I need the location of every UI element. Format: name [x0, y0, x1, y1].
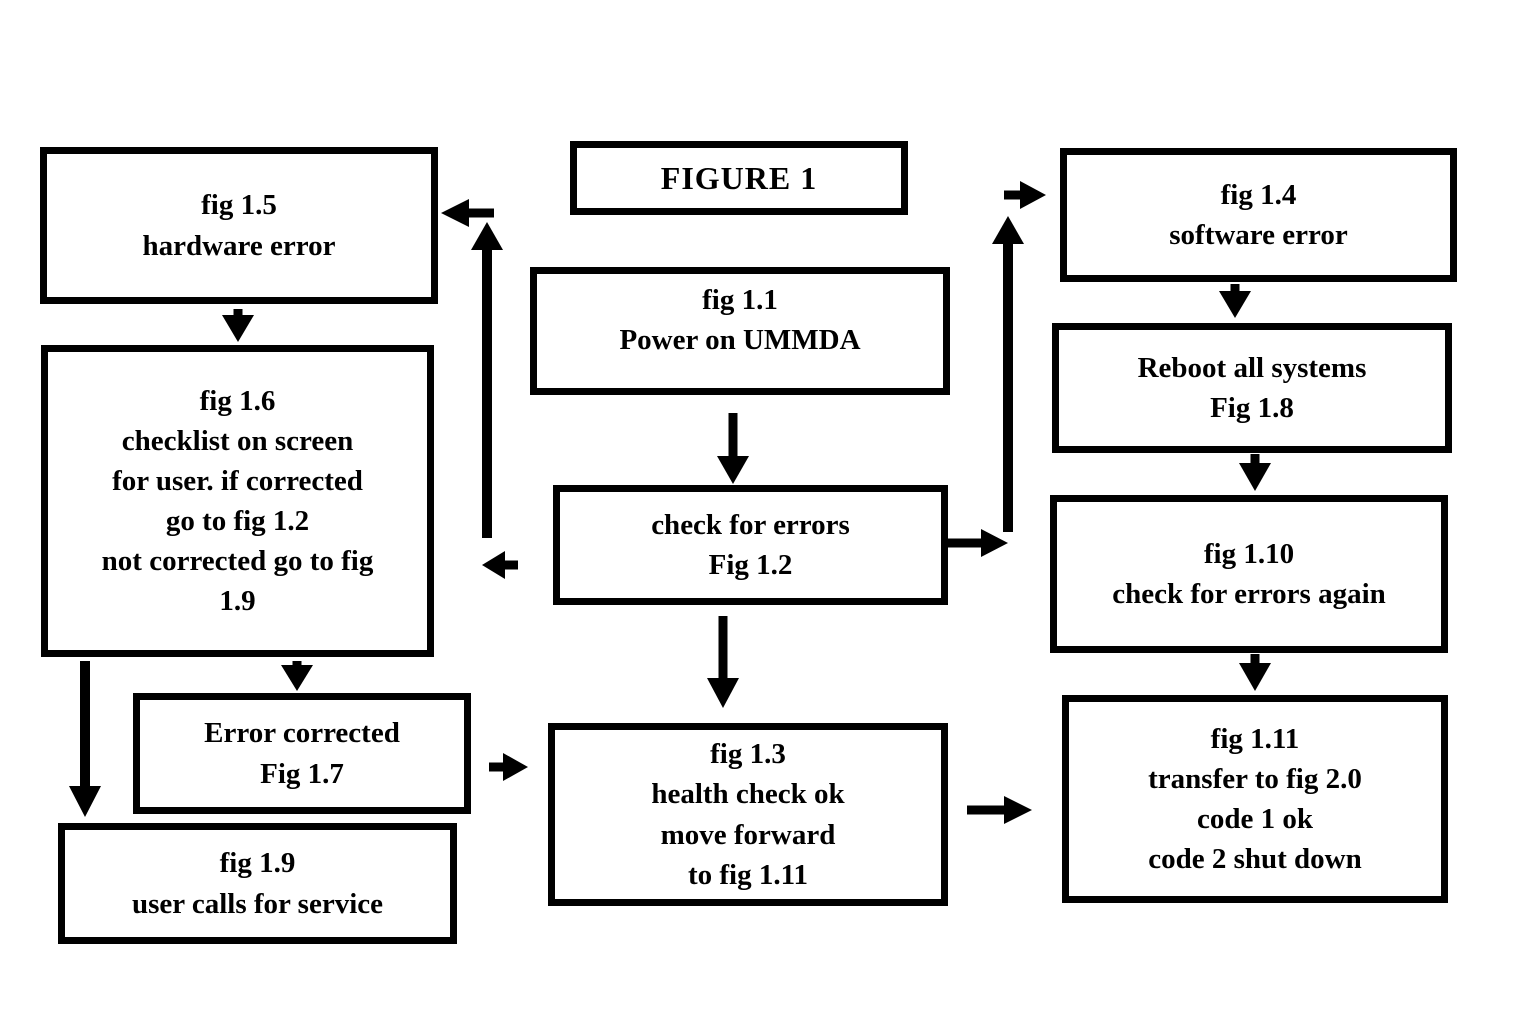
node-fig-1-8-reboot-systems: Reboot all systems Fig 1.8 [1052, 323, 1452, 453]
figure-title: FIGURE 1 [570, 141, 908, 215]
arrow-fig1-10-to-fig1-11 [1239, 654, 1271, 691]
arrow-fig1-5-to-fig1-6 [222, 309, 254, 342]
node-fig-1-3-health-check: fig 1.3 health check ok move forward to … [548, 723, 948, 906]
node-fig-1-2-check-for-errors: check for errors Fig 1.2 [553, 485, 948, 605]
arrow-fig1-1-to-fig1-2 [717, 413, 749, 484]
arrow-fig1-3-to-fig1-11 [967, 796, 1032, 824]
arrow-into-fig1-4 [1004, 181, 1046, 209]
arrow-into-fig1-5 [441, 199, 494, 227]
arrow-up-left-to-fig1-5 [471, 222, 503, 538]
arrow-fig1-2-to-fig1-3 [707, 616, 739, 708]
arrow-fig1-8-to-fig1-10 [1239, 454, 1271, 491]
node-fig-1-1-power-on: fig 1.1 Power on UMMDA [530, 267, 950, 395]
node-fig-1-11-transfer: fig 1.11 transfer to fig 2.0 code 1 ok c… [1062, 695, 1448, 903]
arrow-fig1-6-to-fig1-9 [69, 661, 101, 817]
node-fig-1-4-software-error: fig 1.4 software error [1060, 148, 1457, 282]
arrow-fig1-6-to-fig1-7 [281, 661, 313, 691]
arrow-fig1-2-right [948, 529, 1008, 557]
arrow-up-right-to-fig1-4 [992, 216, 1024, 532]
node-fig-1-7-error-corrected: Error corrected Fig 1.7 [133, 693, 471, 814]
node-fig-1-6-checklist: fig 1.6 checklist on screen for user. if… [41, 345, 434, 657]
arrow-fig1-2-left-stub [482, 551, 518, 579]
node-fig-1-5-hardware-error: fig 1.5 hardware error [40, 147, 438, 304]
arrow-fig1-4-to-fig1-8 [1219, 284, 1251, 318]
node-fig-1-9-user-calls-service: fig 1.9 user calls for service [58, 823, 457, 944]
node-fig-1-10-check-errors-again: fig 1.10 check for errors again [1050, 495, 1448, 653]
arrow-fig1-7-to-fig1-3 [489, 753, 528, 781]
